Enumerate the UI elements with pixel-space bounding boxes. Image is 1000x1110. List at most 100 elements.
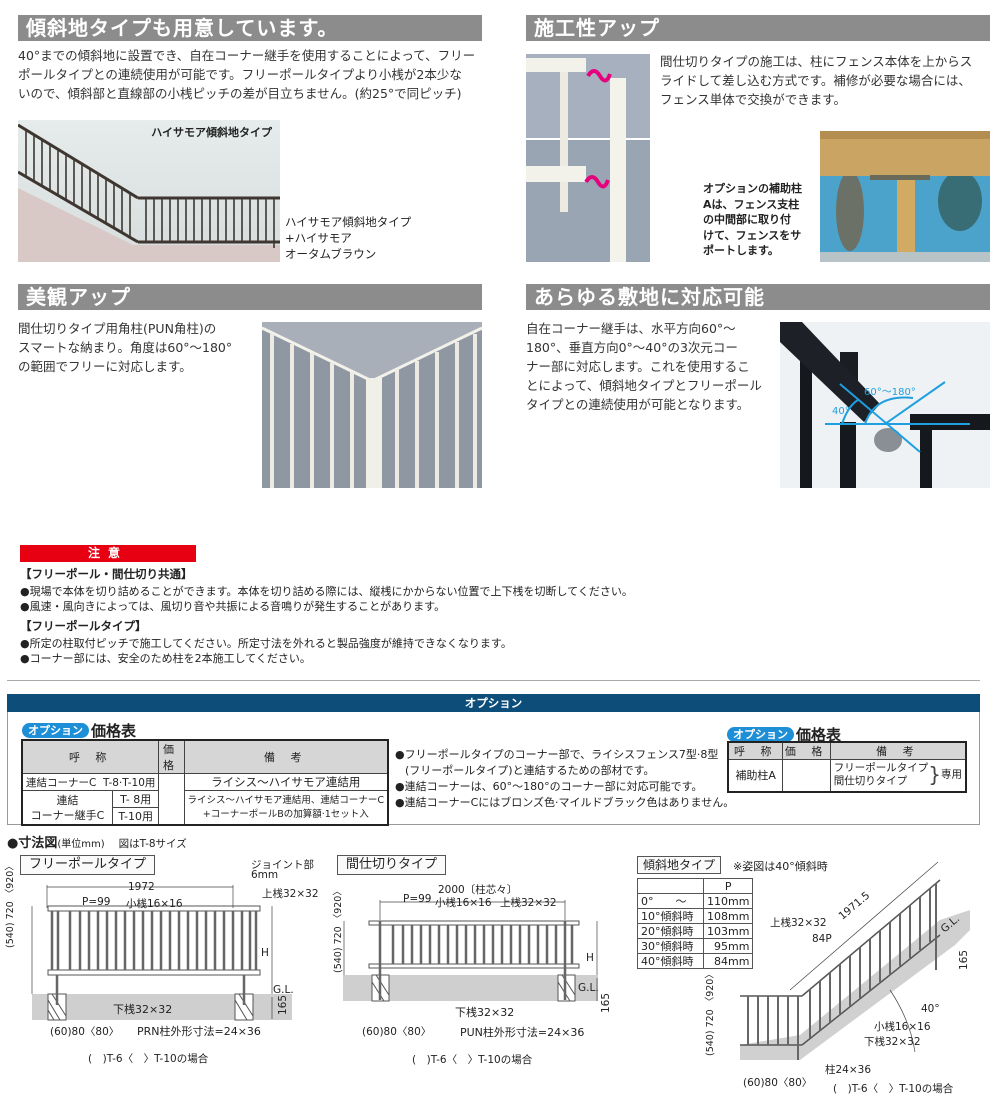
install-description: 間仕切りタイプの施工は、柱にフェンス本体を上からス ライドして差し込む方式です。… [660, 52, 1000, 109]
caution-item: ●現場で本体を切り詰めることができます。本体を切り詰める際には、縦桟にかからない… [20, 585, 633, 598]
text-line: スマートな納まり。角度は60°〜180° [18, 340, 233, 355]
partition-embed: (60)80〈80〉 [362, 1026, 432, 1038]
pitch-cell: 95mm [702, 938, 754, 954]
slope-pitch: 84P [812, 933, 832, 945]
note-line: フリーポールタイプ [833, 762, 929, 775]
row-size: T-10用 [111, 807, 160, 826]
table-row: 連結コーナーC T-8·T-10用 ライシス〜ハイサモア連結用 [21, 773, 389, 826]
partition-drawing [343, 900, 598, 1002]
table-row: 0° 〜110mm [637, 893, 754, 909]
item-size: T-8·T-10用 [103, 776, 156, 789]
pitch-cell: 110mm [702, 893, 754, 909]
price-table-2: 呼 称 価 格 備 考 補助柱A フリーポールタイプ 間仕切りタイプ }専用 [727, 741, 967, 793]
partition-baluster: 小桟16×16 [435, 897, 492, 909]
text-line: いので、傾斜部と直線部の小桟ピッチの差が目立ちません。(約25°で同ピッチ) [18, 86, 462, 101]
angle-h-label: 60°〜180° [864, 387, 916, 398]
item-name: 連結コーナーC [26, 776, 97, 789]
row-price [782, 759, 831, 792]
freepole-top-rail: 上桟32×32 [262, 888, 319, 900]
corner-joint-photo: 60°〜180° 40° [780, 322, 990, 488]
col-header-name: 呼 称 [21, 739, 160, 774]
pitch-header-blank [637, 878, 704, 894]
dimension-title: ●寸法図 [7, 836, 58, 851]
divider [7, 680, 980, 681]
corner-post-photo [262, 322, 482, 488]
caption-line: オータムブラウン [285, 247, 377, 261]
note-line: ●連結コーナーは、60°〜180°のコーナー部に対応可能です。 [395, 780, 703, 793]
freepole-joint: ジョイント部 [251, 859, 314, 871]
freepole-joint-size: 6mm [251, 869, 279, 881]
text-line: タイプとの連続使用が可能となります。 [526, 397, 750, 412]
slope-fence-photo: ハイサモア傾斜地タイプ [18, 120, 280, 262]
freepole-bottom-rail: 下桟32×32 [113, 1003, 173, 1016]
slope-type-label: 傾斜地タイプ [637, 856, 722, 874]
slope-heights: (540) 720 〈920〉 [705, 969, 716, 1056]
partition-label: 間仕切りタイプ [337, 855, 447, 875]
partition-post: PUN柱外形寸法=24×36 [460, 1026, 585, 1039]
slope-post: 柱24×36 [825, 1064, 872, 1076]
freepole-depth: 165 [277, 994, 289, 1015]
section-title-terrain: あらゆる敷地に対応可能 [526, 284, 990, 310]
text-line: 180°、垂直方向0°〜40°の3次元コー [526, 340, 738, 355]
freepole-label: フリーポールタイプ [20, 855, 156, 875]
table-row: 補助柱A フリーポールタイプ 間仕切りタイプ }専用 [727, 759, 967, 792]
text-line: 間仕切りタイプの施工は、柱にフェンス本体を上からス [660, 54, 973, 69]
slope-baluster: 小桟16×16 [874, 1021, 931, 1033]
col-header-price: 価 格 [782, 741, 831, 760]
note-suffix: 専用 [941, 768, 962, 781]
caution-heading-common: 【フリーポール・間仕切り共通】 [20, 567, 193, 581]
price-table-title-2: オプション価格表 [727, 724, 841, 745]
angle-cell: 40°傾斜時 [637, 953, 704, 969]
note-line: ライシス〜ハイサモア連結用、連結コーナーC [187, 794, 384, 806]
note-line: ●フリーポールタイプのコーナー部で、ライシスフェンス7型·8型 [395, 748, 719, 761]
slope-depth: 165 [958, 949, 970, 970]
install-caption: オプションの補助柱 Aは、フェンス支柱 の中間部に取り付 けて、フェンスをサ ポ… [703, 181, 802, 259]
freepole-pitch: P=99 [82, 896, 111, 908]
section-title-appearance: 美観アップ [18, 284, 482, 310]
note-line: ●連結コーナーCにはブロンズ色·マイルドブラック色はありません。 [395, 796, 735, 809]
row-name: 連結コーナーC T-8·T-10用 [21, 773, 160, 791]
partition-bottom-rail: 下桟32×32 [455, 1006, 515, 1019]
partition-depth: 165 [600, 992, 612, 1013]
caption-line: ハイサモア傾斜地タイプ [285, 215, 412, 229]
text-line: ナー部に対応します。これを使用するこ [526, 359, 750, 374]
partition-width: 2000〔柱芯々〕 [438, 884, 518, 896]
slope-description: 40°までの傾斜地に設置でき、自在コーナー継手を使用することによって、フリー ポ… [18, 46, 488, 103]
dimension-heading: ●寸法図(単位mm)図はT-8サイズ [7, 832, 187, 851]
caution-item: ●風速・風向きによっては、風切り音や共振による音鳴りが発生することがあります。 [20, 600, 446, 613]
caption-line: けて、フェンスをサ [703, 228, 802, 242]
options-band: オプション [7, 694, 980, 712]
slope-top-rail: 上桟32×32 [770, 917, 827, 929]
text-line: 40°までの傾斜地に設置でき、自在コーナー継手を使用することによって、フリー [18, 48, 476, 63]
text-line: とによって、傾斜地タイプとフリーポール [526, 378, 762, 393]
partition-top-rail: 上桟32×32 [500, 897, 557, 909]
angle-v-label: 40° [832, 406, 850, 417]
angle-cell: 0° 〜 [637, 893, 704, 909]
row-name: 補助柱A [727, 759, 784, 792]
text-line: フェンス単体で交換ができます。 [660, 92, 847, 107]
caption-line: +ハイサモア [285, 231, 352, 245]
dimension-note: 図はT-8サイズ [118, 838, 187, 850]
section-title-install: 施工性アップ [526, 15, 990, 41]
row-size: T- 8用 [111, 790, 160, 808]
item-name-line: 連結 [56, 793, 79, 807]
slope-bottom-rail: 下桟32×32 [864, 1036, 921, 1048]
freepole-width: 1972 [128, 881, 155, 893]
angle-cell: 20°傾斜時 [637, 923, 704, 939]
section-title-slope: 傾斜地タイプも用意しています。 [18, 15, 482, 41]
option-notes: ●フリーポールタイプのコーナー部で、ライシスフェンス7型·8型 (フリーポールタ… [395, 747, 734, 811]
table-row: 連結コーナー継手C T- 8用 ライシス〜ハイサモア連結用、連結コーナーC+コー… [21, 790, 389, 826]
price-table-title: 価格表 [796, 726, 842, 744]
partition-gl: G.L. [578, 982, 599, 994]
freepole-embed: (60)80〈80〉 [50, 1026, 120, 1038]
caution-label: 注意 [20, 545, 196, 562]
freepole-heights: (540) 720 〈920〉 [5, 861, 16, 948]
options-box [7, 712, 980, 825]
row-note: ライシス〜ハイサモア連結用、連結コーナーC+コーナーポールBの加算額·1セット入 [183, 790, 389, 826]
table-row: T-10用 [22, 807, 388, 826]
option-pill: オプション [727, 727, 794, 742]
caption-line: オプションの補助柱 [703, 182, 802, 195]
